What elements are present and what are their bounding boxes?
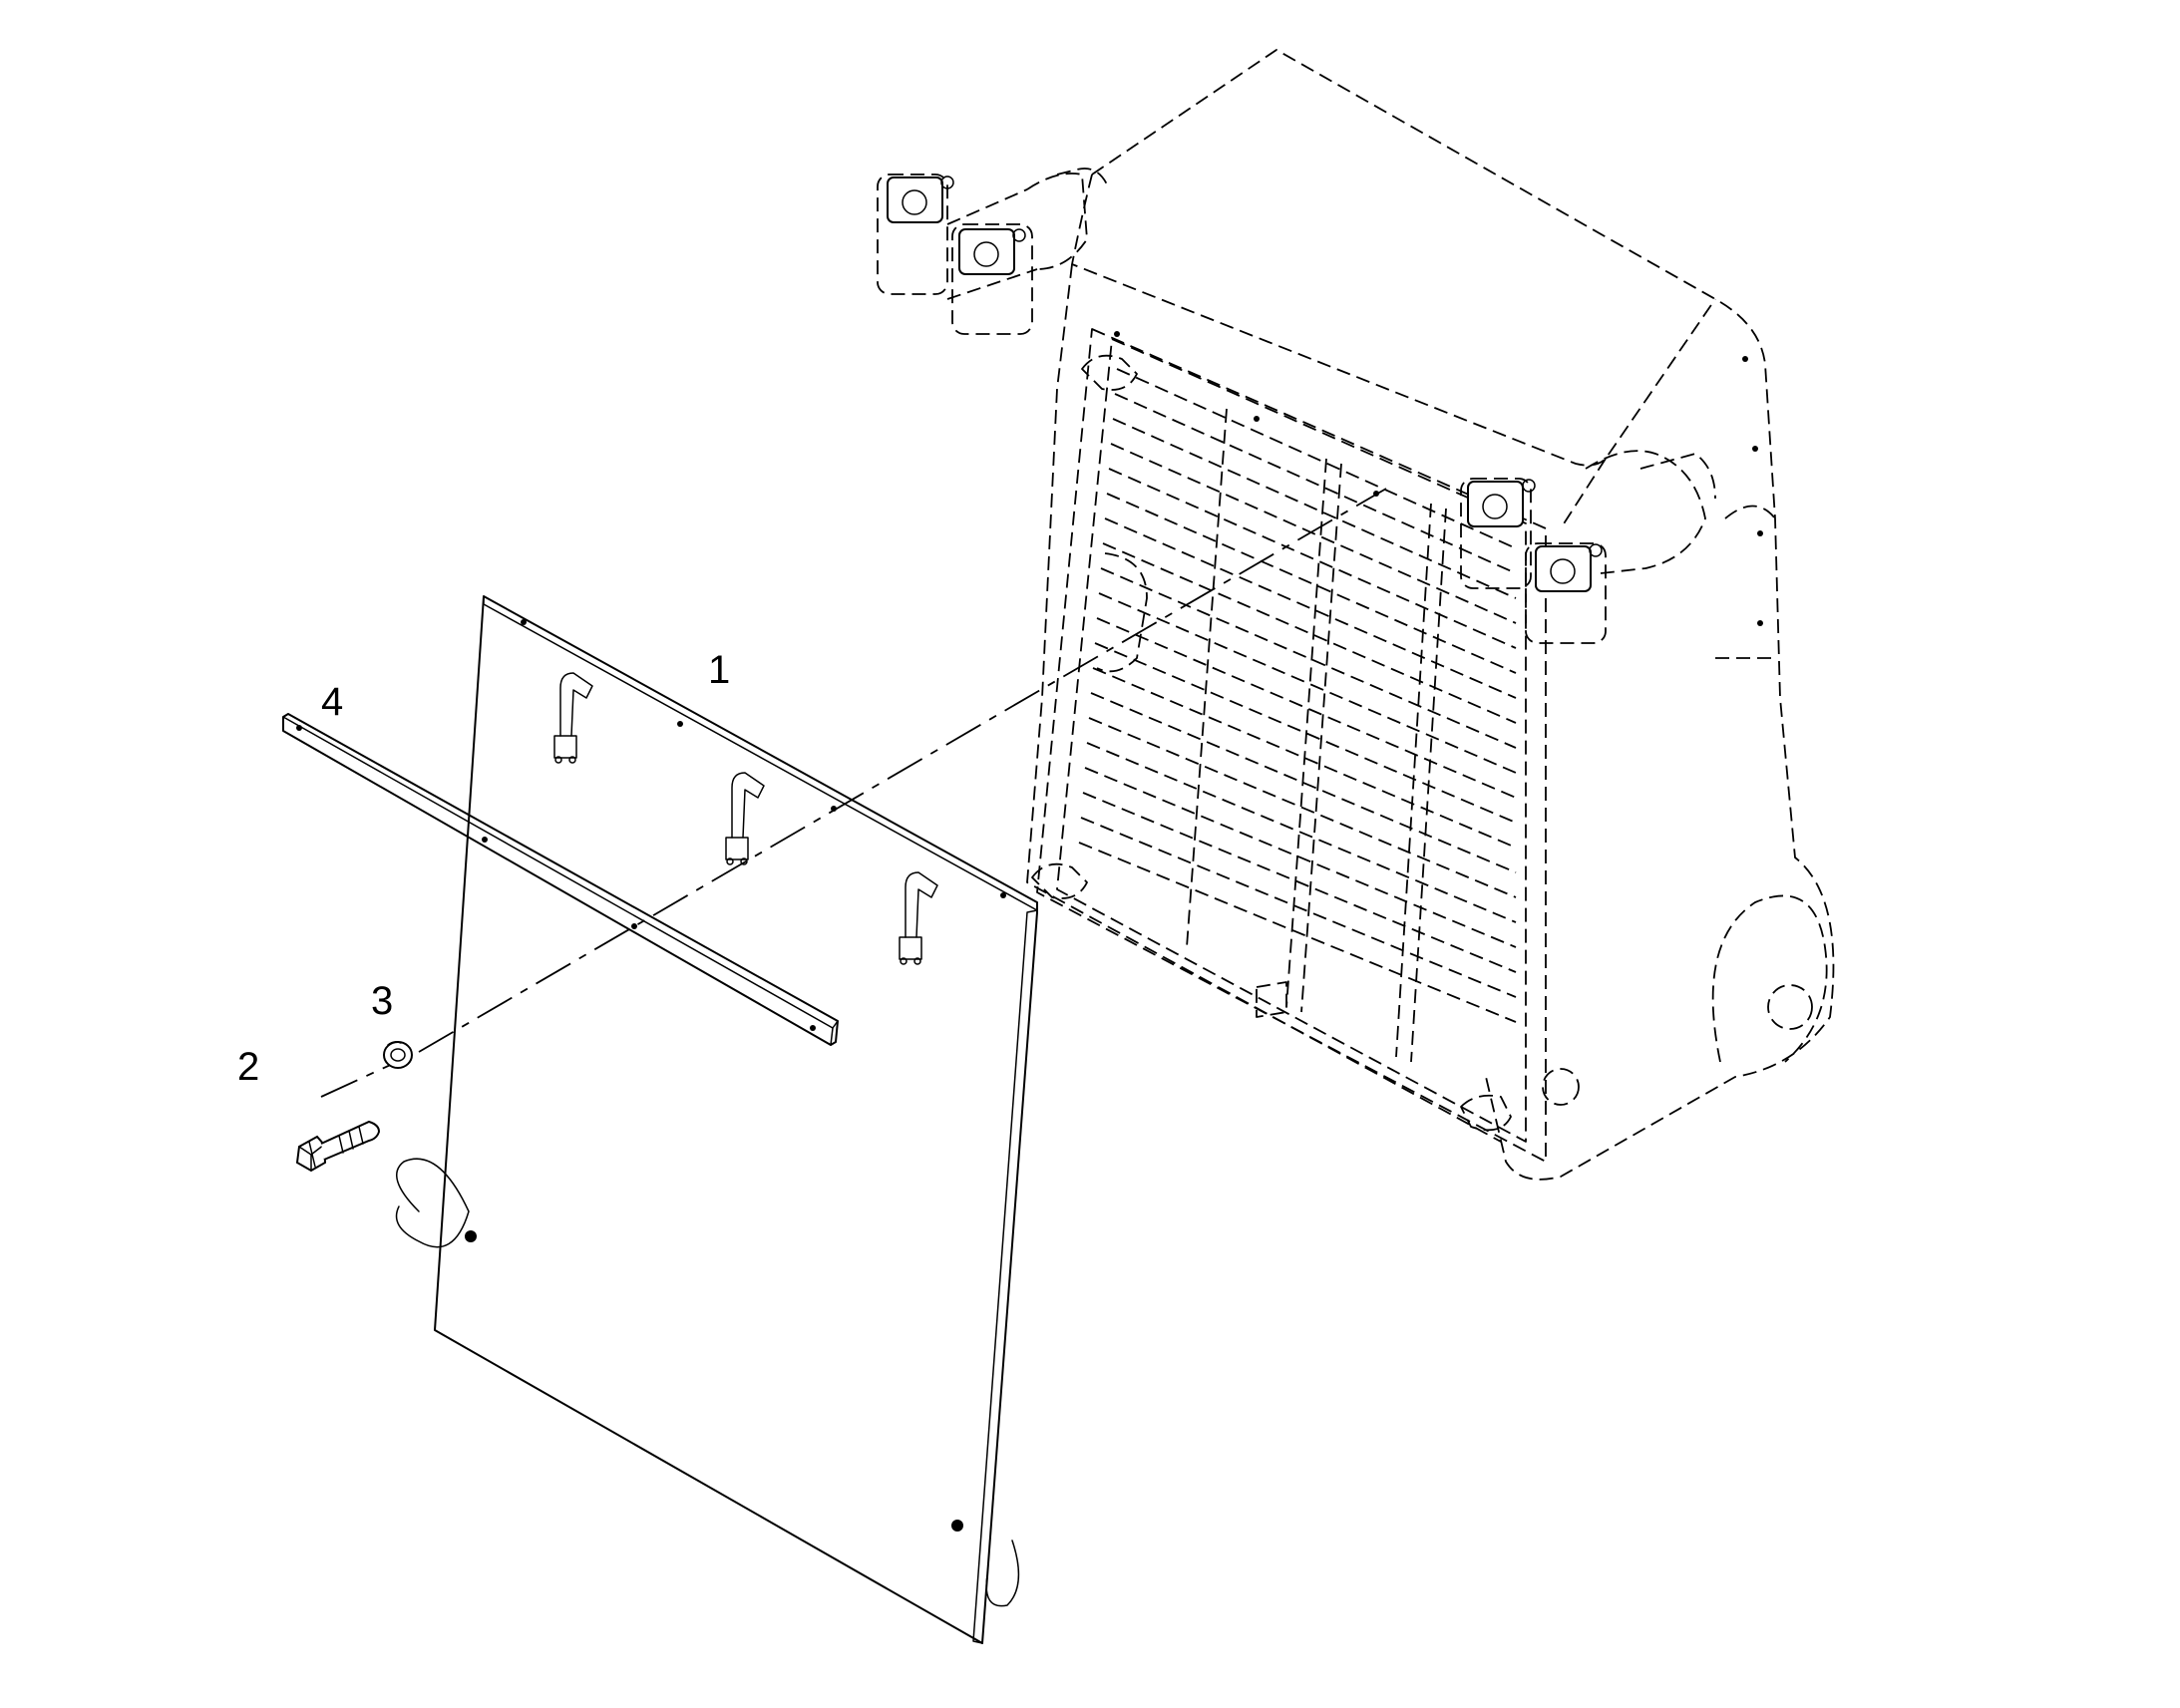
hook-connector-1 (553, 672, 593, 764)
callout-1: 1 (708, 648, 730, 692)
radiator-assembly-outline-icon (877, 49, 1835, 1181)
bolt-icon (295, 1120, 381, 1173)
callout-3: 3 (371, 979, 393, 1023)
cover-panel-icon (395, 595, 1038, 1644)
assembly-leader-line (320, 488, 1387, 1098)
callout-2: 2 (237, 1045, 259, 1089)
washer-icon (383, 1041, 413, 1069)
callout-4: 4 (321, 680, 343, 724)
clamp-upper-left (887, 175, 1026, 275)
hook-connector-3 (899, 871, 938, 965)
strip-bar-icon (282, 713, 839, 1046)
clamp-right (1467, 479, 1603, 592)
hook-connector-2 (725, 772, 765, 865)
